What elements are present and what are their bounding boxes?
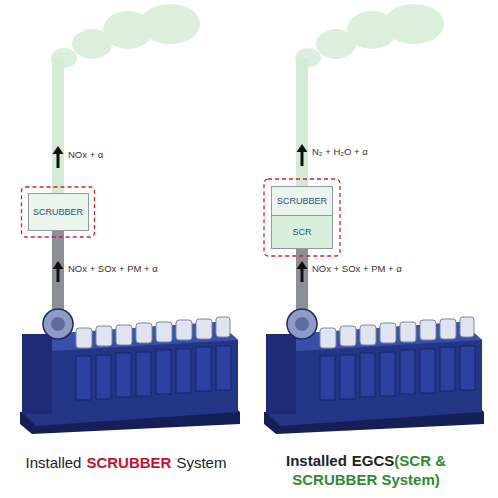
flow-arrow [297, 261, 308, 282]
flow-arrow [53, 146, 64, 168]
equipment-box: SCRUBBER [271, 186, 333, 216]
arrow-head [297, 144, 308, 152]
smoke-cloud [384, 4, 444, 44]
caption-text: Installed [286, 452, 347, 469]
box-label: SCRUBBER [33, 207, 83, 218]
caption-text: EGCS [352, 452, 395, 469]
engine-left [20, 308, 240, 434]
gas-composition: NOx + SOx + PM + α [68, 263, 158, 275]
box-label: SCR [292, 227, 311, 238]
box-label: SCRUBBER [277, 196, 327, 207]
arrow-head [297, 261, 308, 269]
gas-composition: NOx + SOx + PM + α [312, 263, 402, 275]
arrow-shaft [57, 268, 60, 282]
smoke-right [295, 4, 444, 68]
flow-arrow [53, 261, 64, 282]
highlight-frame [264, 179, 340, 256]
arrow-shaft [57, 153, 60, 168]
caption-text: Installed [26, 454, 82, 471]
equipment-box: SCRUBBER [28, 193, 89, 231]
arrow-head [53, 146, 64, 154]
caption-line: InstalledSCRUBBER System [10, 453, 242, 472]
caption-line: InstalledEGCS(SCR & SCRUBBER System) [266, 451, 466, 489]
arrow-shaft [301, 268, 304, 282]
caption-text: System [176, 454, 226, 471]
gas-composition: N₂ + H₂O + α [312, 146, 368, 158]
arrow-shaft [301, 151, 304, 166]
engine-right [264, 308, 484, 434]
clean-stack [52, 58, 64, 208]
highlight-frame [22, 187, 95, 237]
equipment-box: SCR [271, 215, 333, 249]
smoke-left [51, 4, 200, 68]
arrow-head [53, 261, 64, 269]
caption-text: SCRUBBER [86, 454, 171, 471]
smoke-cloud [140, 4, 200, 44]
gas-composition: NOx + α [68, 149, 103, 161]
flow-arrow [297, 144, 308, 166]
